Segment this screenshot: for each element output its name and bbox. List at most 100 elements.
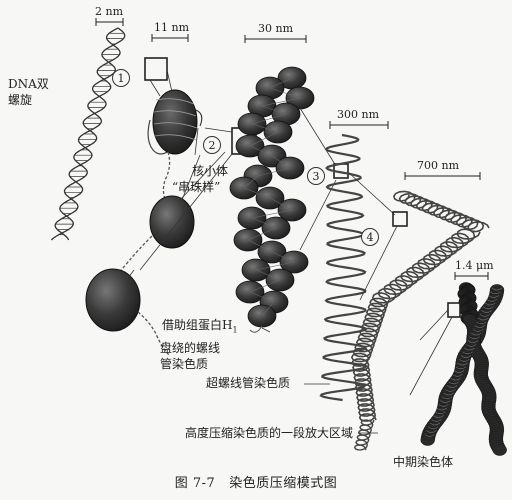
label-histone-h1: 借助组蛋白H1 <box>162 318 238 337</box>
chromatid-texture <box>441 396 453 400</box>
scale-bar-dna <box>95 18 124 26</box>
label-condensed-region: 高度压缩染色质的一段放大区域 <box>185 426 354 440</box>
coil-strand <box>371 228 481 304</box>
solenoid-fibre <box>229 66 315 333</box>
chromatid-texture <box>440 400 451 403</box>
label-solenoid-line1: 盘绕的螺线 <box>160 341 221 355</box>
coil-strand <box>393 190 490 233</box>
chromatid-texture <box>465 344 477 347</box>
chromatid-texture <box>481 310 492 313</box>
scale-label-nucleosome: 11 nm <box>154 21 190 34</box>
bead-nucleosome-middle <box>111 195 195 283</box>
chromatid-texture <box>457 362 468 366</box>
chromatid-texture <box>476 321 487 325</box>
dna-double-helix <box>50 27 126 241</box>
chromatid-texture <box>433 415 444 418</box>
scale-bar-solenoid <box>244 35 307 43</box>
step-number-3: 3 <box>313 170 320 183</box>
chromatid-texture <box>450 377 461 381</box>
arrow-lines-step1 <box>149 69 173 97</box>
chromatid-texture <box>464 347 475 351</box>
label-metaphase-chromosome: 中期染色体 <box>393 455 454 469</box>
chromatid-texture <box>453 370 465 373</box>
solenoid-linker <box>243 77 302 317</box>
chromatid-texture <box>488 295 499 298</box>
label-nucleosome-line2: “串珠样” <box>172 180 221 194</box>
chromatid-texture <box>467 340 479 343</box>
chromatid-texture <box>455 366 466 370</box>
chromatid-texture <box>462 351 473 355</box>
zoom-box-coil <box>392 211 408 227</box>
step-circle-4: 4 <box>361 228 379 246</box>
coil-strand <box>350 297 390 363</box>
arrow-lines-step2 <box>139 127 233 271</box>
scale-label-loop: 300 nm <box>337 108 380 121</box>
supersolenoid-fibre <box>319 133 368 402</box>
arrow-lines-step4 <box>347 171 398 301</box>
scale-bar-loop <box>329 121 389 129</box>
label-dna-helix-line1: DNA双 <box>8 77 49 91</box>
label-histone-h1-subscript: 1 <box>232 325 238 335</box>
condensed-chromatin-coil <box>350 190 490 451</box>
chromatid-texture <box>471 332 482 336</box>
label-supersolenoid: 超螺线管染色质 <box>206 376 291 390</box>
chromatid-texture <box>479 314 491 317</box>
bead-nucleosome-lower <box>85 268 171 357</box>
chromatid-texture <box>443 392 454 396</box>
label-solenoid: 盘绕的螺线 管染色质 <box>160 340 220 372</box>
coil-strand <box>353 419 375 451</box>
figure-caption-title: 染色质压缩模式图 <box>229 476 338 491</box>
label-dna-helix-line2: 螺旋 <box>8 93 33 107</box>
arrow-lines-nucleosome-label <box>127 127 201 279</box>
chromatid-segment <box>492 444 507 456</box>
label-dna-helix: DNA双 螺旋 <box>8 76 49 108</box>
scale-label-chromatid: 1.4 μm <box>455 259 494 272</box>
chromatid-texture <box>431 419 442 422</box>
figure-caption-number: 图 7-7 <box>174 476 216 491</box>
chromatid-texture <box>426 430 437 433</box>
chromatid-texture <box>438 404 449 407</box>
chromatid-texture <box>484 302 496 306</box>
chromatid-texture <box>459 359 470 362</box>
figure-caption: 图 7-7 染色质压缩模式图 <box>0 472 512 491</box>
zoom-box-dna <box>144 57 168 81</box>
label-histone-h1-text: 借助组蛋白H <box>162 318 233 332</box>
step-number-4: 4 <box>367 231 374 244</box>
chromatid-texture <box>446 385 458 388</box>
chromatid-texture <box>445 389 456 392</box>
chromatid-texture <box>436 407 447 411</box>
scale-label-dna: 2 nm <box>95 5 124 18</box>
chromatid-texture <box>486 299 497 302</box>
step-circle-2: 2 <box>203 136 221 154</box>
chromatid-texture <box>424 434 435 437</box>
chromatid-texture <box>478 317 489 321</box>
label-nucleosome-line1: 核小体 <box>192 164 229 178</box>
chromatid-texture <box>490 291 501 295</box>
chromatid-texture <box>472 329 484 332</box>
chromatid-segment <box>420 434 435 446</box>
label-leader-lines <box>261 327 378 434</box>
chromatid-texture <box>474 325 485 328</box>
chromatid-texture <box>434 411 446 415</box>
chromatid-texture <box>452 374 463 377</box>
step-number-2: 2 <box>209 139 216 152</box>
step-circle-3: 3 <box>307 167 325 185</box>
chromatid-texture <box>483 306 494 310</box>
arrow-lines-step3 <box>299 107 337 251</box>
metaphase-chromosome <box>420 282 507 456</box>
chromatid-texture <box>469 336 480 340</box>
step-number-1: 1 <box>118 72 125 85</box>
scale-bar-nucleosome <box>151 34 189 42</box>
chromatid-texture <box>429 422 441 426</box>
solenoid-tail <box>249 325 263 333</box>
zoom-box-chromosome <box>447 302 461 318</box>
coil-strand <box>351 358 377 422</box>
chromatid-texture <box>448 381 460 385</box>
scale-label-coil: 700 nm <box>417 159 460 172</box>
arrow-lines-chromosome <box>409 309 453 396</box>
scale-bar-chromatid <box>454 272 489 280</box>
chromatid-texture <box>460 355 472 358</box>
label-solenoid-line2: 管染色质 <box>160 357 209 371</box>
label-nucleosome: 核小体 “串珠样” <box>172 163 228 195</box>
